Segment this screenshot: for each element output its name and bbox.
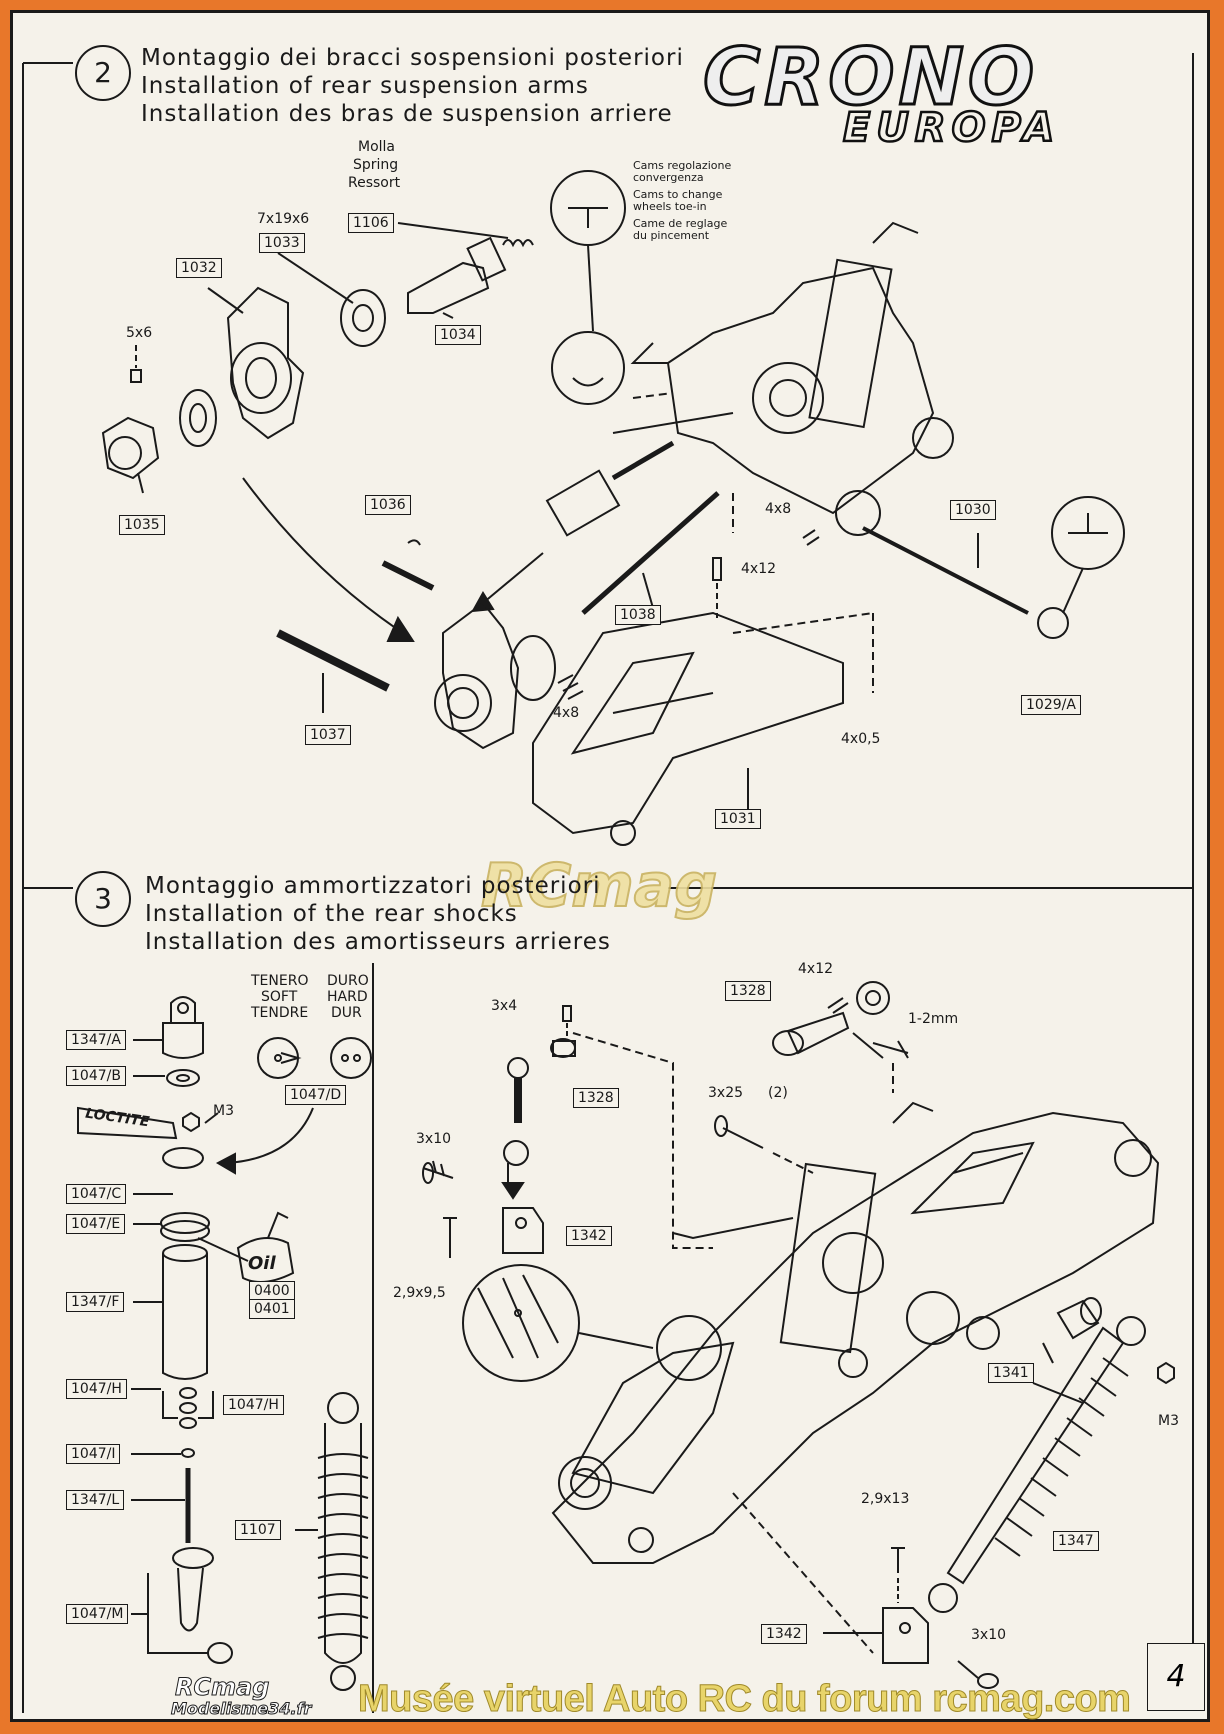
step-3-title-it: Montaggio ammortizzatori posteriori xyxy=(145,873,601,899)
washer-4x0-5: 4x0,5 xyxy=(841,731,881,747)
screw-3x10-a: 3x10 xyxy=(416,1131,452,1147)
manual-page: 2 Montaggio dei bracci sospensioni poste… xyxy=(10,10,1210,1722)
part-1328-b: 1328 xyxy=(725,981,771,1001)
part-1035: 1035 xyxy=(119,515,165,535)
bearing-size-7x19x6: 7x19x6 xyxy=(257,211,310,227)
part-1106: 1106 xyxy=(348,213,394,233)
part-1034: 1034 xyxy=(435,325,481,345)
soft-label-fr: TENDRE xyxy=(251,1005,309,1021)
step-2-title-fr: Installation des bras de suspension arri… xyxy=(141,101,673,127)
soft-label-it: TENERO xyxy=(251,973,309,989)
part-1342-b: 1342 xyxy=(761,1624,807,1644)
part-1033: 1033 xyxy=(259,233,305,253)
cams-note-en-1: Cams to change xyxy=(633,188,723,201)
screw-3x25: 3x25 xyxy=(708,1085,744,1101)
screw-3x4: 3x4 xyxy=(491,998,518,1014)
screw-5x6: 5x6 xyxy=(126,325,153,341)
screw-2-9x13: 2,9x13 xyxy=(861,1491,910,1507)
cams-note-en-2: wheels toe-in xyxy=(633,200,707,213)
part-1341: 1341 xyxy=(988,1363,1034,1383)
spring-label-it: Molla xyxy=(358,139,396,155)
screw-4x8-a: 4x8 xyxy=(765,501,792,517)
footer-rcmag-logo: RCmag xyxy=(174,1673,270,1702)
part-1347-A: 1347/A xyxy=(66,1030,126,1050)
cams-note-fr-2: du pincement xyxy=(633,229,710,242)
soft-label-en: SOFT xyxy=(261,989,298,1005)
step-2-title-en: Installation of rear suspension arms xyxy=(141,73,589,99)
part-1047-I: 1047/I xyxy=(66,1444,121,1464)
spring-label-en: Spring xyxy=(353,157,399,173)
step-3-title-fr: Installation des amortisseurs arrieres xyxy=(145,929,611,955)
part-0400: 0400 xyxy=(249,1281,295,1301)
hard-label-fr: DUR xyxy=(331,1005,362,1021)
part-1036: 1036 xyxy=(365,495,411,515)
part-1342-a: 1342 xyxy=(566,1226,612,1246)
rcmag-watermark: RCmag xyxy=(480,850,718,922)
step-3-number: 3 xyxy=(75,871,131,927)
page-number: 4 xyxy=(1147,1643,1205,1711)
part-1029-A: 1029/A xyxy=(1021,695,1081,715)
part-1031: 1031 xyxy=(715,809,761,829)
part-1347: 1347 xyxy=(1053,1531,1099,1551)
nut-m3-a: M3 xyxy=(213,1103,234,1119)
footer-museum-text: Musée virtuel Auto RC du forum rcmag.com xyxy=(357,1678,1131,1721)
part-0401: 0401 xyxy=(249,1299,295,1319)
screw-2-9x9-5: 2,9x9,5 xyxy=(393,1285,446,1301)
part-1047-E: 1047/E xyxy=(66,1214,126,1234)
part-1037: 1037 xyxy=(305,725,351,745)
part-1047-M: 1047/M xyxy=(66,1604,129,1624)
nut-m3-b: M3 xyxy=(1158,1413,1179,1429)
screw-4x12: 4x12 xyxy=(741,561,777,577)
footer-modelisme-logo: Modelisme34.fr xyxy=(170,1699,312,1719)
hard-label-it: DURO xyxy=(327,973,369,989)
cams-note-fr-1: Came de reglage xyxy=(633,217,728,230)
part-1032: 1032 xyxy=(176,258,222,278)
screw-3x25-qty: (2) xyxy=(768,1085,788,1101)
cams-note-it-2: convergenza xyxy=(633,171,704,184)
part-1107: 1107 xyxy=(235,1520,281,1540)
crono-logo: CRONO xyxy=(701,32,1039,125)
screw-3x10-b: 3x10 xyxy=(971,1627,1007,1643)
oil-label: Oil xyxy=(248,1253,276,1274)
cams-note-it-1: Cams regolazione xyxy=(633,159,732,172)
screw-4x12-s3: 4x12 xyxy=(798,961,834,977)
part-1347-F: 1347/F xyxy=(66,1292,125,1312)
part-1347-L: 1347/L xyxy=(66,1490,125,1510)
europa-logo: EUROPA xyxy=(842,104,1061,153)
step-2-number: 2 xyxy=(75,45,131,101)
part-1047-D: 1047/D xyxy=(285,1085,347,1105)
part-1030: 1030 xyxy=(950,500,996,520)
part-1328-a: 1328 xyxy=(573,1088,619,1108)
part-1047-C: 1047/C xyxy=(66,1184,127,1204)
gap-1-2mm: 1-2mm xyxy=(908,1011,959,1027)
step-3-title-en: Installation of the rear shocks xyxy=(145,901,518,927)
part-1047-H-b: 1047/H xyxy=(223,1395,284,1415)
screw-4x8-b: 4x8 xyxy=(553,705,580,721)
part-1047-H-a: 1047/H xyxy=(66,1379,127,1399)
step-2-title-it: Montaggio dei bracci sospensioni posteri… xyxy=(141,45,684,71)
hard-label-en: HARD xyxy=(327,989,368,1005)
exploded-view-drawing xyxy=(22,53,1194,1713)
part-1038: 1038 xyxy=(615,605,661,625)
spring-label-fr: Ressort xyxy=(348,175,401,191)
part-1047-B: 1047/B xyxy=(66,1066,126,1086)
